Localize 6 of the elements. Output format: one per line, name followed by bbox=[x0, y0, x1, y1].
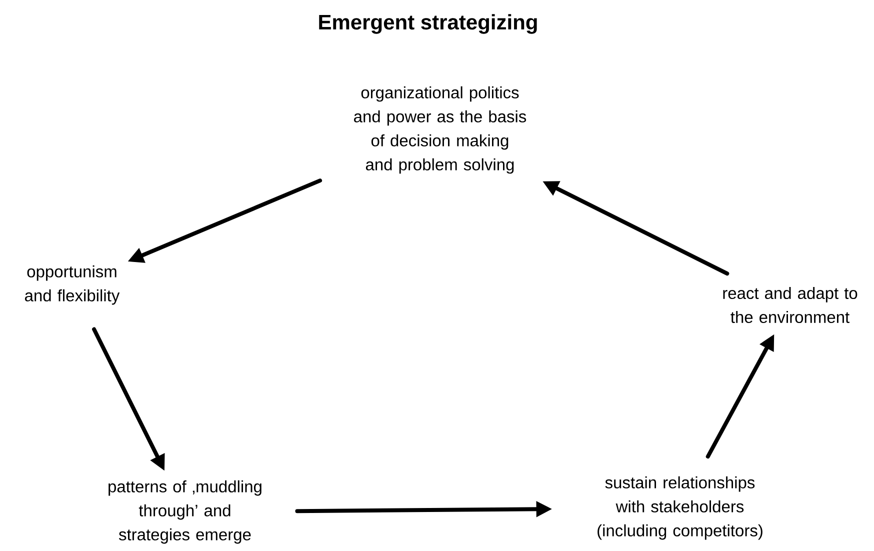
step-text: sustain relationships with stakeholders (including competitors) bbox=[598, 476, 762, 540]
step-text: opportunism and flexibility bbox=[25, 265, 120, 305]
step-text: organizational politics and power as the basis of decision making and problem solving bbox=[354, 86, 526, 174]
step-text: react and adapt to the environment bbox=[723, 286, 858, 324]
step-text: patterns of ‚muddling through’ and strategies emerge bbox=[108, 480, 262, 544]
title: Emergent strategizing bbox=[319, 14, 537, 34]
